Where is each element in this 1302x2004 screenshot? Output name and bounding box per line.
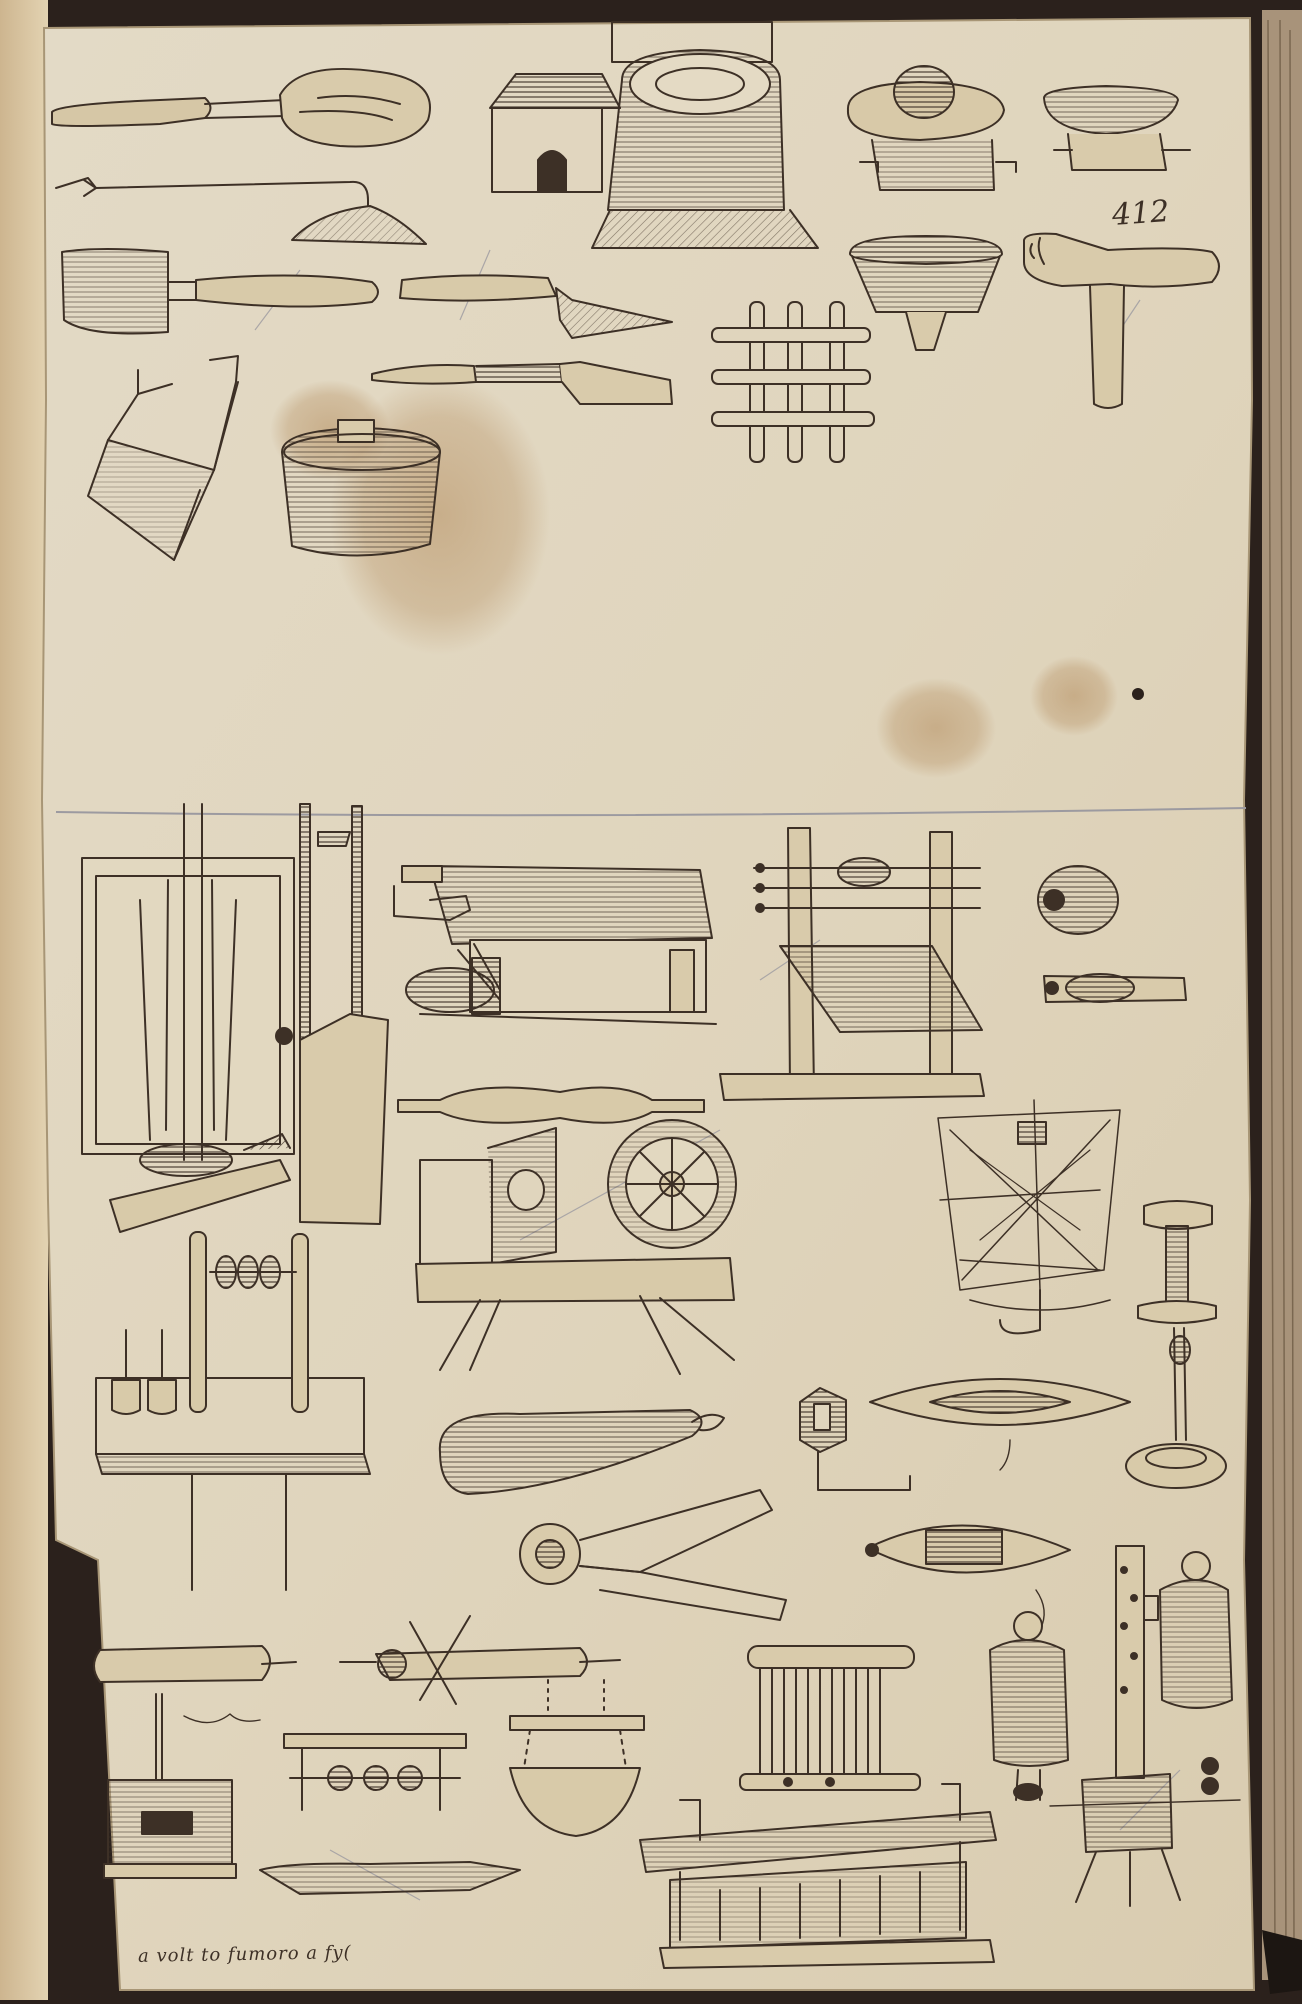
loom-icon — [639, 1783, 997, 1969]
house-icon — [489, 73, 621, 193]
anvil-icon — [259, 1861, 521, 1895]
left-page-edge — [0, 0, 48, 2000]
iron-icon — [55, 177, 427, 245]
reel-icon — [937, 1099, 1121, 1335]
spindle-icon — [339, 1615, 621, 1705]
twisting-stand-icon — [95, 1231, 371, 1591]
lattice-icon — [711, 301, 875, 463]
frame-icon — [719, 827, 985, 1101]
chisel-icon — [371, 361, 673, 405]
thread-ball-icon — [1037, 865, 1119, 935]
post-icon — [1049, 1545, 1241, 1907]
stain — [1030, 656, 1118, 736]
funnel-icon — [849, 235, 1003, 351]
shears-icon — [519, 1489, 787, 1621]
shuttle-icon — [865, 1524, 1071, 1631]
bowl-icon — [509, 1679, 645, 1837]
press-icon — [393, 865, 717, 1025]
rolling-pin-icon — [397, 1086, 705, 1124]
bar-icon — [283, 1733, 467, 1811]
right-page-stack — [1262, 10, 1302, 1980]
spinning-frame-icon — [81, 803, 389, 1233]
mortar-icon — [846, 65, 1017, 191]
trowel-icon — [399, 274, 673, 339]
shuttle-icon — [869, 1378, 1131, 1471]
bowl-icon — [1043, 85, 1191, 171]
kiln-icon — [591, 21, 819, 249]
roller-icon — [93, 1645, 297, 1683]
stain — [876, 678, 996, 778]
mallet-icon — [1023, 232, 1220, 409]
spool-icon — [1125, 1200, 1227, 1489]
comb-icon — [739, 1645, 921, 1791]
pouch-icon — [438, 1409, 725, 1495]
hook-icon — [799, 1387, 911, 1491]
binding-clip — [1262, 1930, 1302, 1994]
page-number: 412 — [1110, 194, 1171, 233]
footer-inscription: a volt to fumoro a fy( — [137, 1942, 352, 1967]
jar-icon — [989, 1611, 1069, 1801]
bobbin-icon — [1043, 973, 1187, 1003]
pencil-rule — [55, 807, 1247, 817]
scoop-icon — [61, 248, 379, 335]
press-icon — [103, 1693, 261, 1879]
ladle-icon — [51, 67, 431, 148]
basket-icon — [87, 355, 239, 561]
wheel-icon — [415, 1119, 737, 1375]
tub-icon — [281, 419, 441, 557]
